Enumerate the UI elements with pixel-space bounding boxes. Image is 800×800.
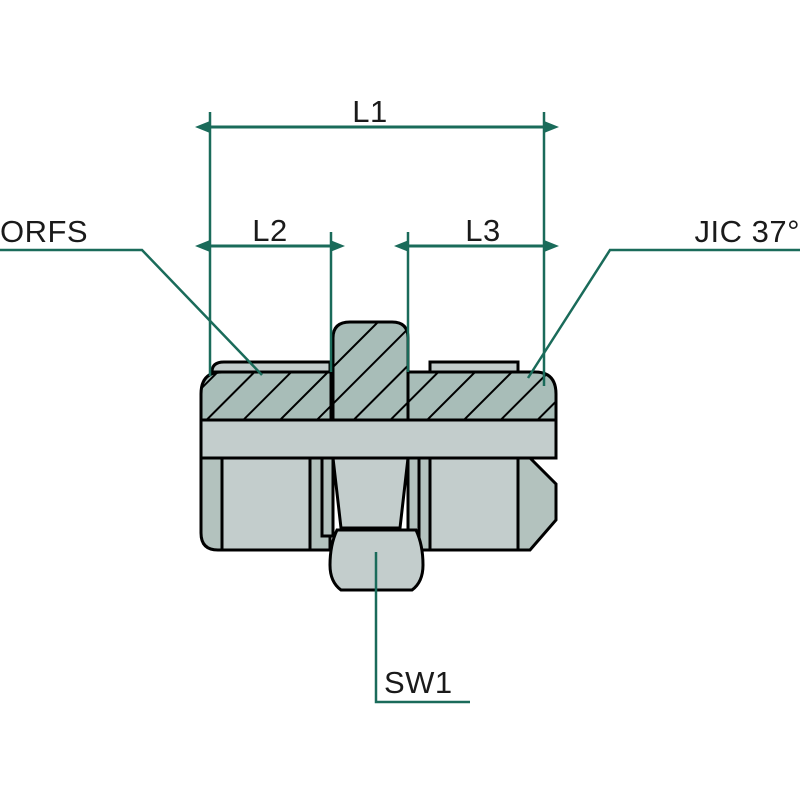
dimension-L2-label: L2 (252, 213, 287, 248)
jic-nut (406, 456, 558, 552)
orfs-nut-flat (220, 456, 312, 552)
center-neck-edge-right (406, 456, 421, 538)
center-neck (331, 456, 410, 530)
orfs-seal-lip (210, 360, 332, 374)
callout-sw1: SW1 (374, 552, 470, 704)
jic-thread-relief (428, 360, 520, 374)
dimension-L3: L3 (394, 213, 559, 252)
jic-leader-line (526, 248, 800, 379)
jic-section-hatch (406, 370, 558, 422)
dimension-L1: L1 (195, 94, 559, 133)
sw1-label: SW1 (384, 665, 453, 700)
dimension-L3-label: L3 (465, 213, 500, 248)
fitting-assembly (199, 320, 558, 592)
dimension-lines: L1 L2 L3 (195, 94, 559, 252)
jic-nut-flat (428, 456, 520, 552)
orfs-label: ORFS (0, 214, 88, 249)
jic-label: JIC 37° (695, 214, 800, 249)
jic-section (406, 360, 558, 422)
orfs-section-hatch (199, 370, 333, 422)
center-boss (331, 320, 410, 422)
dimension-L1-label: L1 (352, 94, 387, 129)
callouts: ORFS JIC 37° SW1 (0, 214, 800, 704)
orfs-section (199, 360, 333, 422)
callout-orfs: ORFS (0, 214, 263, 376)
dimension-L2: L2 (195, 213, 345, 252)
sw1-leader-line (374, 552, 470, 704)
center-bore-band (199, 418, 558, 460)
center-boss-hatch (331, 320, 410, 422)
callout-jic: JIC 37° (526, 214, 800, 379)
orfs-leader-line (0, 248, 263, 376)
center-neck-edge-left (320, 456, 335, 538)
